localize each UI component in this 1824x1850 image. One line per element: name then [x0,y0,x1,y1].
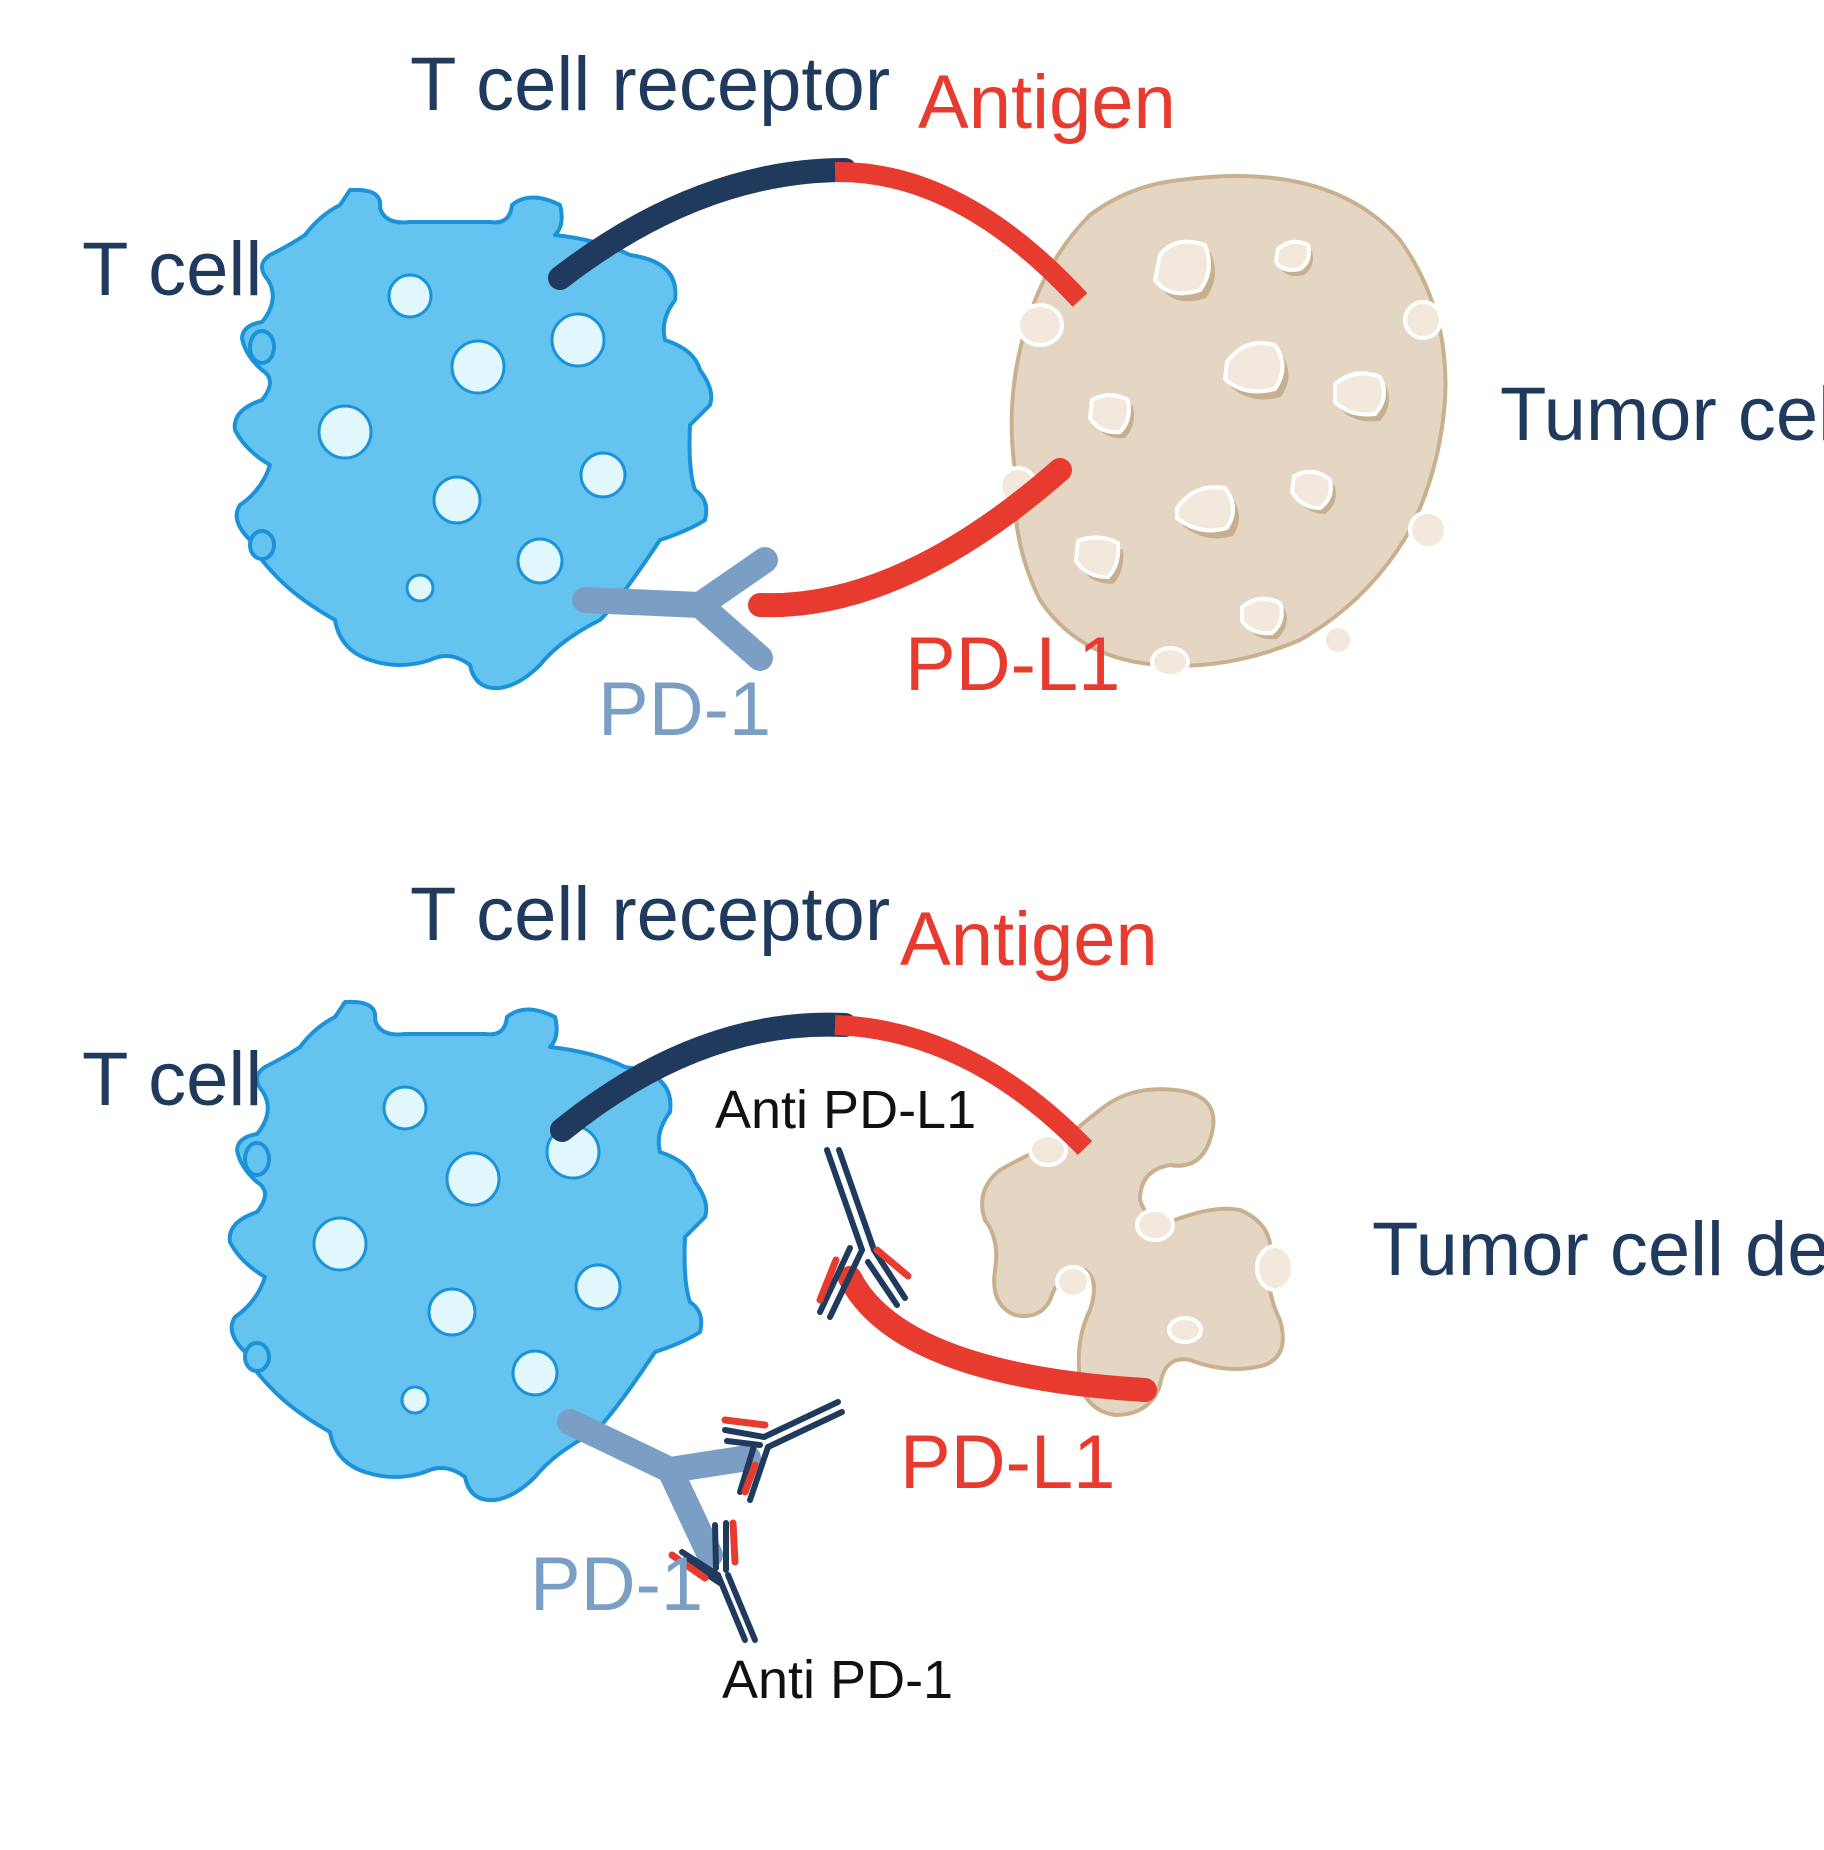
bottom-tcell-vesicles [312,1085,622,1415]
top-tcell-pore [248,329,276,365]
anti-pdl1-label: Anti PD-L1 [715,1080,976,1140]
top-panel: T cell T cell receptor Antigen Tumor cel… [82,42,1824,752]
vesicle [432,475,482,525]
bottom-antigen-label: Antigen [900,897,1158,982]
vesicle [516,537,564,585]
top-tcell-pore [248,529,276,561]
vesicle [550,312,606,368]
top-antigen [834,161,1088,307]
bottom-pd1-label: PD-1 [530,1542,703,1627]
tumor-spot [1240,596,1284,636]
tumor-spot [1333,371,1386,417]
anti-pdl1-antibody-icon [816,1147,912,1320]
bottom-receptor-label: T cell receptor [410,872,890,957]
bottom-tcell-label: T cell [82,1037,262,1122]
top-tcell-vesicles [317,273,627,603]
tumor-edge-bump [1167,1316,1203,1344]
tumor-spot [1153,239,1211,296]
vesicle [511,1349,559,1397]
tumor-edge-bump [1150,646,1190,678]
vesicle [427,1287,477,1337]
bottom-tumor-cell [980,1087,1295,1417]
top-tcell-receptor [548,158,857,290]
vesicle [450,339,506,395]
top-pdl1 [748,458,1072,618]
tumor-spot [1175,485,1235,533]
tumor-spot [1088,393,1131,435]
anti-pd1-antibody-lower-icon [668,1519,758,1643]
bottom-pdl1 [838,1266,1157,1402]
bottom-tcell [227,999,709,1503]
bottom-tcell-pore [243,1141,271,1177]
tumor-spot [1074,535,1121,579]
top-tcell [232,187,714,691]
vesicle [579,451,627,499]
tumor-edge-bump [1408,510,1448,550]
tumor-spot [1290,469,1333,510]
top-receptor-label: T cell receptor [410,42,890,127]
top-pdl1-label: PD-L1 [905,622,1120,707]
anti-pd1-antibody-icon [721,1399,845,1503]
bottom-panel: T cell T cell receptor Antigen Tumor cel… [82,872,1824,1710]
top-antigen-label: Antigen [918,60,1176,145]
bottom-tumor-label: Tumor cell death [1372,1207,1824,1292]
vesicle [445,1151,501,1207]
top-tumor-spots [998,239,1448,678]
tumor-edge-bump [1028,1133,1068,1167]
anti-pd1-label: Anti PD-1 [722,1650,953,1710]
tumor-edge-bump [1016,303,1064,347]
tumor-spot [1223,341,1285,394]
tumor-edge-bump [1322,624,1354,656]
bottom-antigen [834,1015,1093,1155]
tumor-edge-bump [1255,1244,1295,1292]
top-pd1 [572,547,778,671]
top-tumor-body [1009,174,1448,668]
top-tumor-cell [998,174,1448,678]
vesicle [387,273,433,319]
vesicle [574,1263,622,1311]
bottom-pd1 [557,1409,761,1568]
bottom-tcell-receptor [550,1012,857,1142]
tumor-edge-bump [1055,1265,1091,1299]
vesicle [312,1216,368,1272]
tumor-spot [1274,239,1311,272]
top-pd1-label: PD-1 [598,667,771,752]
top-tcell-label: T cell [82,227,262,312]
vesicle [382,1085,428,1131]
vesicle [400,1385,430,1415]
top-tumor-label: Tumor cell [1500,372,1824,457]
bottom-pdl1-label: PD-L1 [900,1420,1115,1505]
vesicle [405,573,435,603]
vesicle [317,404,373,460]
tumor-edge-bump [1403,300,1443,340]
bottom-tcell-pore [243,1341,271,1373]
tumor-edge-bump [1135,1208,1175,1242]
